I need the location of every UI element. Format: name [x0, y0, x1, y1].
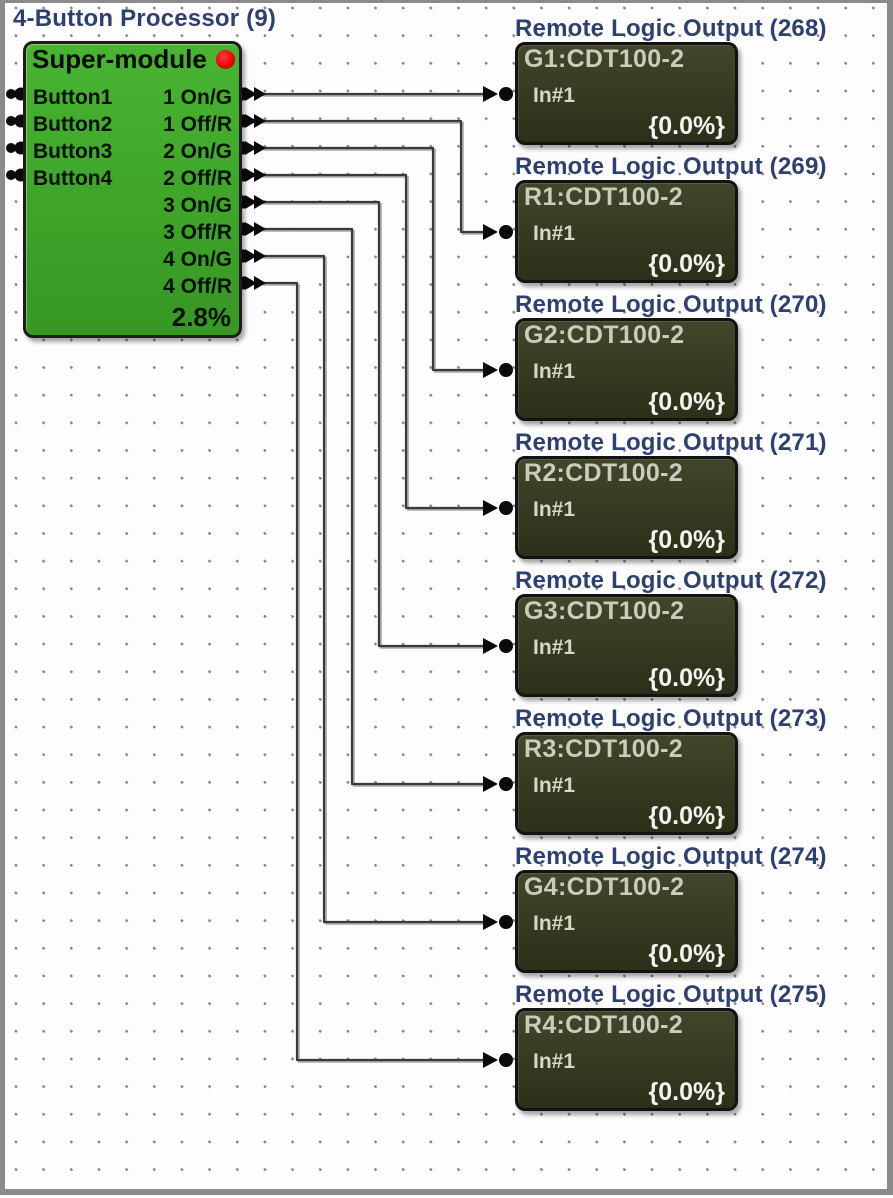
processor-pin-row: 4 On/G — [33, 246, 232, 273]
output-value: {0.0%} — [648, 112, 725, 140]
output-node[interactable]: R2:CDT100-2 In#1 {0.0%} — [515, 456, 738, 559]
processor-pin-row: Button4 2 Off/R — [33, 165, 232, 192]
output-node-name: R3:CDT100-2 — [524, 735, 683, 763]
output-node[interactable]: R1:CDT100-2 In#1 {0.0%} — [515, 180, 738, 283]
output-node-title: Remote Logic Output (271) — [515, 429, 827, 456]
output-node-name: G2:CDT100-2 — [524, 321, 685, 349]
wire-1-off-r[interactable] — [261, 119, 493, 235]
output-node[interactable]: G1:CDT100-2 In#1 {0.0%} — [515, 42, 738, 145]
output-node-title: Remote Logic Output (270) — [515, 291, 827, 318]
output-input-label: In#1 — [533, 636, 576, 659]
output-input-label: In#1 — [533, 912, 576, 935]
wire-3-off-r[interactable] — [261, 227, 493, 787]
processor-pin-row: Button1 1 On/G — [33, 84, 232, 111]
output-input-pin[interactable] — [483, 224, 513, 240]
output-node-title: Remote Logic Output (268) — [515, 15, 827, 42]
output-node[interactable]: R4:CDT100-2 In#1 {0.0%} — [515, 1008, 738, 1111]
processor-pin-row: 4 Off/R — [33, 273, 232, 300]
processor-pin-row: Button2 1 Off/R — [33, 111, 232, 138]
output-input-label: In#1 — [533, 222, 576, 245]
output-node-name: R2:CDT100-2 — [524, 459, 683, 487]
output-node[interactable]: R3:CDT100-2 In#1 {0.0%} — [515, 732, 738, 835]
wire-1-on-g[interactable] — [261, 92, 493, 97]
output-value: {0.0%} — [648, 802, 725, 830]
red-led-icon — [216, 50, 235, 69]
processor-output-pin-label: 1 On/G — [163, 85, 232, 109]
output-input-label: In#1 — [533, 84, 576, 107]
output-node-title: Remote Logic Output (275) — [515, 981, 827, 1008]
processor-node-title: 4-Button Processor (9) — [13, 5, 277, 32]
output-node-name: G3:CDT100-2 — [524, 597, 685, 625]
output-node-name: G1:CDT100-2 — [524, 45, 685, 73]
output-value: {0.0%} — [648, 250, 725, 278]
output-node-title: Remote Logic Output (274) — [515, 843, 827, 870]
wire-layer — [6, 86, 513, 1068]
output-node[interactable]: G4:CDT100-2 In#1 {0.0%} — [515, 870, 738, 973]
processor-output-pin-label: 4 On/G — [163, 247, 232, 271]
output-input-label: In#1 — [533, 360, 576, 383]
processor-output-pin-label: 2 Off/R — [163, 166, 232, 190]
processor-status-value: 2.8% — [171, 302, 231, 332]
processor-node-name: Super-module — [32, 44, 207, 74]
wire-4-off-r[interactable] — [261, 281, 493, 1063]
output-node-name: R1:CDT100-2 — [524, 183, 683, 211]
wire-2-off-r[interactable] — [261, 173, 493, 511]
output-value: {0.0%} — [648, 388, 725, 416]
output-input-pin[interactable] — [483, 638, 513, 654]
processor-pin-row: Button3 2 On/G — [33, 138, 232, 165]
wire-3-on-g[interactable] — [261, 200, 493, 649]
processor-output-pin-label: 1 Off/R — [163, 112, 232, 136]
processor-output-pin-label: 2 On/G — [163, 139, 232, 163]
output-value: {0.0%} — [648, 1078, 725, 1106]
wire-2-on-g[interactable] — [261, 146, 493, 373]
processor-input-pin-label: Button1 — [33, 85, 113, 109]
output-node-title: Remote Logic Output (269) — [515, 153, 827, 180]
output-input-pin[interactable] — [483, 86, 513, 102]
output-node-name: G4:CDT100-2 — [524, 873, 685, 901]
output-node[interactable]: G2:CDT100-2 In#1 {0.0%} — [515, 318, 738, 421]
processor-pin-row: 3 Off/R — [33, 219, 232, 246]
output-value: {0.0%} — [648, 526, 725, 554]
output-input-label: In#1 — [533, 498, 576, 521]
output-value: {0.0%} — [648, 940, 725, 968]
output-value: {0.0%} — [648, 664, 725, 692]
output-node-title: Remote Logic Output (272) — [515, 567, 827, 594]
output-input-pin[interactable] — [483, 914, 513, 930]
output-input-pin[interactable] — [483, 1052, 513, 1068]
processor-output-pin-label: 4 Off/R — [163, 274, 232, 298]
processor-input-pin-label: Button3 — [33, 139, 113, 163]
output-input-pin[interactable] — [483, 500, 513, 516]
output-node[interactable]: G3:CDT100-2 In#1 {0.0%} — [515, 594, 738, 697]
processor-output-pin-label: 3 On/G — [163, 193, 232, 217]
output-input-label: In#1 — [533, 774, 576, 797]
output-node-name: R4:CDT100-2 — [524, 1011, 683, 1039]
wire-4-on-g[interactable] — [261, 254, 493, 925]
output-input-pin[interactable] — [483, 362, 513, 378]
output-node-title: Remote Logic Output (273) — [515, 705, 827, 732]
processor-pin-row: 3 On/G — [33, 192, 232, 219]
processor-output-pin-label: 3 Off/R — [163, 220, 232, 244]
output-input-pin[interactable] — [483, 776, 513, 792]
processor-node-header: Super-module — [26, 44, 239, 76]
output-input-label: In#1 — [533, 1050, 576, 1073]
processor-node[interactable]: Super-module 2.8% Button1 1 On/G Button2… — [23, 41, 242, 338]
processor-input-pin-label: Button4 — [33, 166, 113, 190]
processor-input-pin-label: Button2 — [33, 112, 113, 136]
